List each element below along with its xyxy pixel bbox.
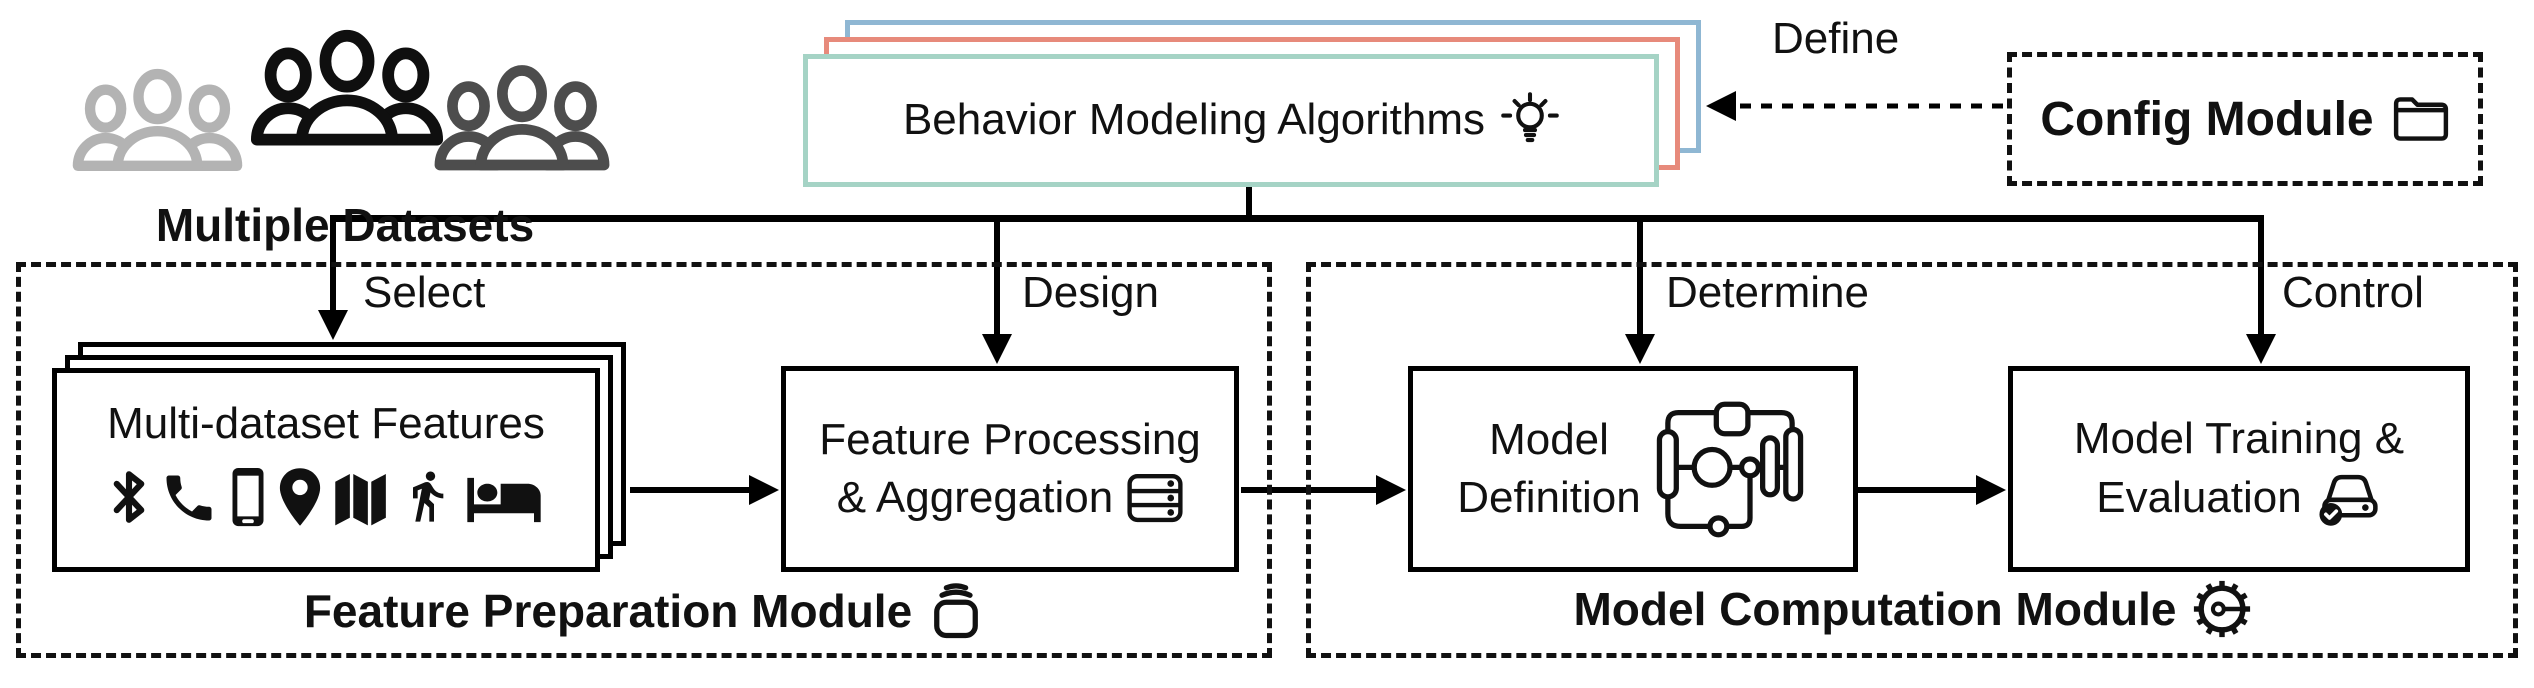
server-icon (1127, 473, 1183, 523)
dataset-group-icon-darkgray (432, 58, 612, 190)
location-pin-icon (277, 466, 323, 528)
feature-source-icons (108, 464, 544, 528)
model-computation-module-frame (1306, 262, 2518, 658)
model-computation-module-title: Model Computation Module (1573, 583, 2177, 635)
dataset-group-icon-black (248, 22, 446, 167)
multi-dataset-features-label: Multi-dataset Features (107, 399, 545, 448)
feature-preparation-module-title: Feature Preparation Module (303, 585, 913, 637)
phone-icon (159, 468, 219, 528)
model-training-box: Model Training & Evaluation (2008, 366, 2470, 572)
determine-label: Determine (1666, 268, 1869, 317)
dataset-group-icon-gray (70, 62, 245, 190)
design-label: Design (1022, 268, 1159, 317)
bluetooth-icon (108, 466, 150, 528)
gear-icon (2193, 580, 2251, 638)
model-training-line1: Model Training & (2073, 413, 2405, 463)
drive-check-icon (2316, 468, 2382, 528)
walking-person-icon (399, 464, 455, 528)
model-definition-box: Model Definition (1408, 366, 1858, 572)
control-label: Control (2282, 268, 2424, 317)
model-training-line2: Evaluation (2096, 472, 2302, 522)
define-label: Define (1772, 14, 1900, 63)
multiple-datasets-label: Multiple Datasets (155, 199, 535, 251)
feature-processing-line1: Feature Processing (819, 414, 1201, 464)
card-stack-icon (928, 580, 984, 642)
map-icon (332, 468, 390, 528)
behavior-stack-card-teal: Behavior Modeling Algorithms (803, 54, 1659, 187)
model-graph-icon (1651, 400, 1809, 539)
multi-dataset-features-box: Multi-dataset Features (52, 368, 600, 572)
feature-processing-line2: & Aggregation (836, 473, 1114, 522)
feature-preparation-module-frame (16, 262, 1272, 658)
select-label: Select (363, 268, 486, 317)
lightbulb-icon (1501, 91, 1559, 150)
folder-icon (2392, 95, 2450, 143)
smartphone-icon (228, 466, 268, 528)
model-computation-module-label: Model Computation Module (1306, 580, 2518, 638)
model-definition-line2: Definition (1457, 473, 1641, 522)
feature-processing-box: Feature Processing & Aggregation (781, 366, 1239, 572)
config-module-box: Config Module (2007, 52, 2483, 186)
feature-preparation-module-label: Feature Preparation Module (16, 580, 1272, 642)
behavior-stack-label: Behavior Modeling Algorithms (902, 95, 1486, 145)
config-module-label: Config Module (2040, 92, 2374, 146)
bed-icon (464, 472, 544, 528)
model-definition-line1: Model (1489, 414, 1609, 464)
